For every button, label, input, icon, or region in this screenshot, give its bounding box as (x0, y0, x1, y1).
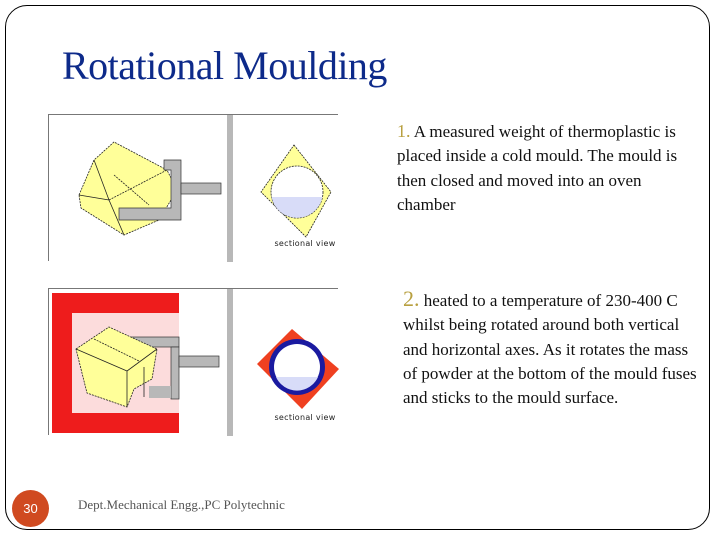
step-number: 2. (403, 286, 420, 311)
step-description: heated to a temperature of 230-400 C whi… (403, 291, 697, 408)
slide-frame (5, 5, 710, 530)
heated-mould-figure: sectional view (48, 288, 339, 436)
figure-caption: sectional view (274, 413, 336, 422)
step-1-text: 1. A measured weight of thermoplastic is… (397, 119, 697, 217)
figure-caption: sectional view (274, 239, 336, 248)
slide-footer: Dept.Mechanical Engg.,PC Polytechnic (78, 497, 285, 512)
cold-mould-figure: sectional view (48, 114, 339, 262)
step-number: 1. (397, 121, 411, 141)
step-description: A measured weight of thermoplastic is pl… (397, 122, 678, 214)
step-2-text: 2. heated to a temperature of 230-400 C … (403, 286, 703, 410)
slide-number-badge: 30 (12, 490, 49, 527)
cold-mould-illustration (49, 115, 339, 262)
heated-mould-illustration (49, 289, 339, 436)
slide-title: Rotational Moulding (62, 43, 387, 88)
